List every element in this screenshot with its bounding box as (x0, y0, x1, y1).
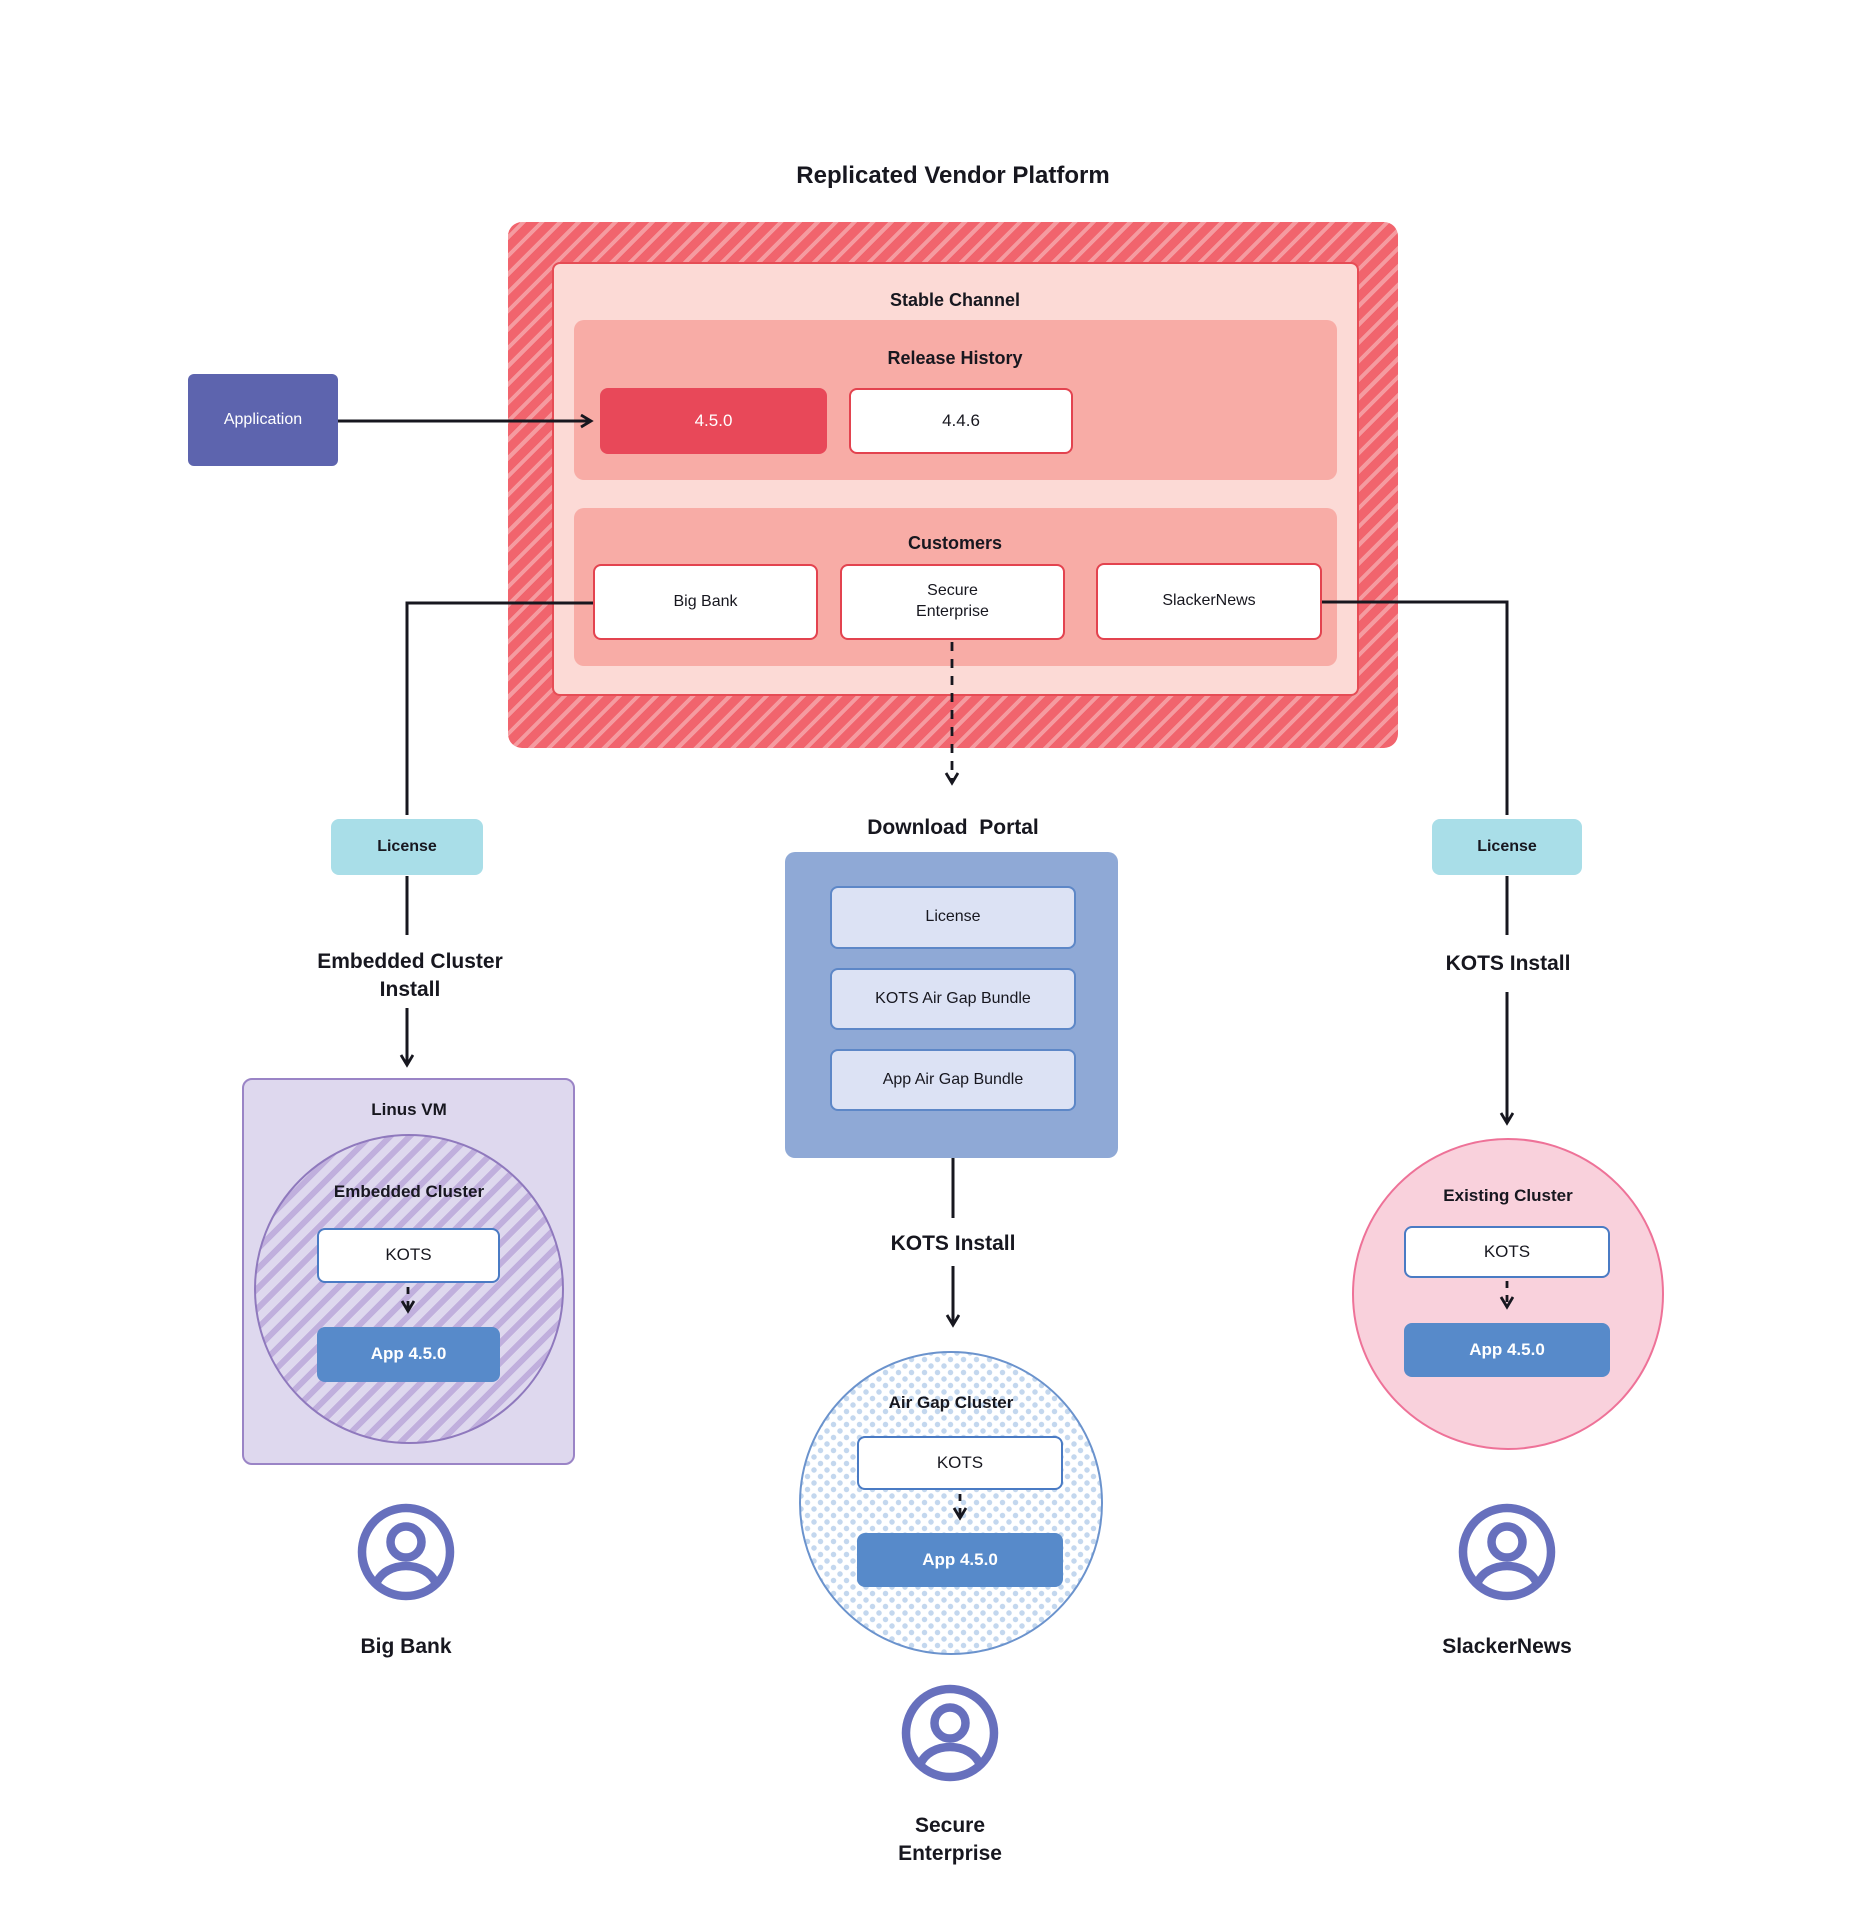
customer-slackernews: SlackerNews (1096, 563, 1322, 640)
air-gap-cluster-circle (799, 1351, 1103, 1655)
user-icon (901, 1684, 999, 1782)
portal-item-kots-bundle: KOTS Air Gap Bundle (830, 968, 1076, 1030)
application-box: Application (188, 374, 338, 466)
middle-kots-box: KOTS (857, 1436, 1063, 1490)
middle-app-box: App 4.5.0 (857, 1533, 1063, 1587)
embedded-cluster-label: Embedded Cluster (333, 1182, 485, 1201)
right-user-label: SlackerNews (1442, 1635, 1572, 1658)
customer-secure-enterprise: Secure Enterprise (840, 564, 1065, 640)
left-kots-box: KOTS (317, 1228, 500, 1283)
right-kots-box: KOTS (1404, 1226, 1610, 1278)
existing-cluster-circle (1352, 1138, 1664, 1450)
portal-item-license: License (830, 886, 1076, 949)
existing-cluster-label: Existing Cluster (1443, 1186, 1573, 1205)
right-install-label: KOTS Install (1445, 952, 1571, 975)
air-gap-cluster-label: Air Gap Cluster (888, 1393, 1014, 1412)
release-4-4-6: 4.4.6 (849, 388, 1073, 454)
middle-install-label: KOTS Install (890, 1232, 1016, 1255)
customers-label: Customers (907, 533, 1003, 553)
diagram-title: Replicated Vendor Platform (796, 162, 1110, 189)
embedded-cluster-circle (254, 1134, 564, 1444)
release-4-5-0: 4.5.0 (600, 388, 827, 454)
left-license-box: License (331, 819, 483, 875)
left-user-label: Big Bank (360, 1635, 452, 1658)
customer-big-bank: Big Bank (593, 564, 818, 640)
portal-item-app-bundle: App Air Gap Bundle (830, 1049, 1076, 1111)
right-license-box: License (1432, 819, 1582, 875)
release-history-label: Release History (887, 348, 1023, 368)
middle-user-label: Secure Enterprise (898, 1814, 1002, 1866)
stable-channel-label: Stable Channel (889, 290, 1021, 310)
download-portal-label: Download Portal (867, 816, 1039, 839)
right-app-box: App 4.5.0 (1404, 1323, 1610, 1377)
linus-vm-label: Linus VM (371, 1100, 447, 1119)
user-icon (357, 1503, 455, 1601)
user-icon (1458, 1503, 1556, 1601)
left-app-box: App 4.5.0 (317, 1327, 500, 1382)
left-install-label: Embedded Cluster Install (317, 950, 503, 1002)
